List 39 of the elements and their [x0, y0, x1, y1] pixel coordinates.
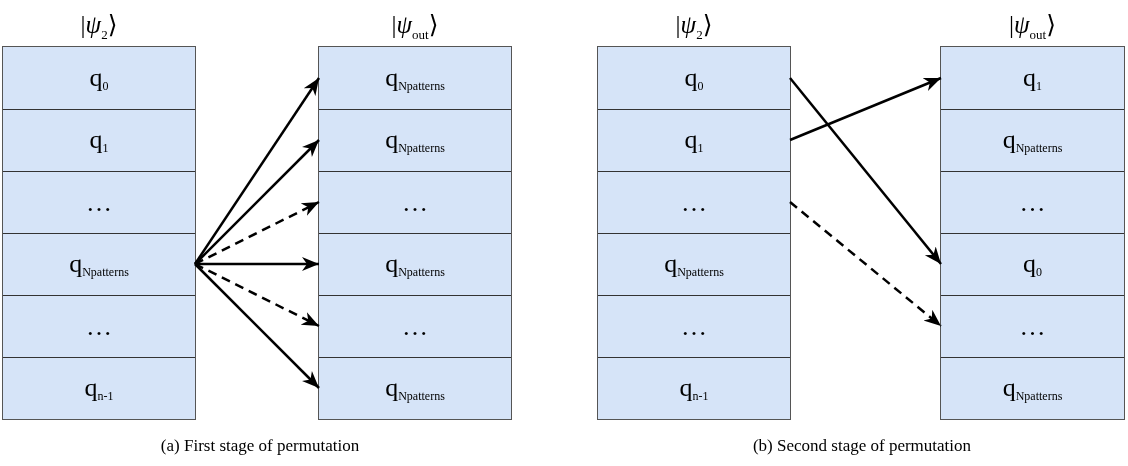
caption: (a) First stage of permutation	[160, 436, 360, 456]
qubit-label: q$_{n-1}$	[84, 373, 114, 404]
qubit-label: q$_{1}$	[1023, 62, 1042, 94]
qubit-label: …	[86, 311, 112, 342]
state-label: |ψ$_{out}$⟩	[391, 10, 439, 44]
qubit-label: q$_{Npatterns}$	[385, 125, 445, 156]
qubit-label: q$_{0}$	[89, 62, 109, 94]
qubit-label: q$_{Npatterns}$	[1002, 125, 1063, 156]
arrow	[789, 76, 942, 142]
arrow	[194, 200, 320, 266]
qubit-label: …	[1019, 311, 1046, 342]
qubit-label: …	[402, 187, 428, 218]
state-label: |ψ$_{2}$⟩	[80, 10, 118, 44]
qubit-label: q$_{n-1}$	[679, 373, 709, 404]
qubit-label: q$_{1}$	[684, 125, 704, 156]
qubit-label: …	[86, 187, 112, 218]
qubit-label: …	[402, 311, 428, 342]
arrow	[789, 77, 942, 265]
qubit-label: q$_{0}$	[1023, 249, 1042, 280]
arrow	[194, 263, 320, 389]
qubit-label: q$_{0}$	[684, 62, 704, 94]
arrow	[194, 262, 320, 328]
qubit-label: q$_{Npatterns}$	[1002, 373, 1063, 404]
qubit-label: q$_{1}$	[89, 125, 109, 156]
qubit-label: q$_{Npatterns}$	[664, 249, 724, 280]
arrow	[789, 201, 942, 327]
qubit-label: q$_{Npatterns}$	[385, 249, 445, 280]
caption: (b) Second stage of permutation	[752, 436, 972, 456]
qubit-label: …	[1019, 187, 1046, 218]
state-label: |ψ$_{2}$⟩	[675, 10, 713, 44]
arrow	[193, 77, 321, 265]
qubit-label: q$_{Npatterns}$	[385, 373, 445, 404]
qubit-label: q$_{Npatterns}$	[385, 62, 445, 94]
state-label: |ψ$_{out}$⟩	[1009, 10, 1056, 44]
arrow	[194, 139, 320, 265]
arrow	[195, 257, 319, 271]
qubit-label: q$_{Npatterns}$	[69, 249, 129, 280]
qubit-label: …	[681, 311, 707, 342]
qubit-label: …	[681, 187, 707, 218]
